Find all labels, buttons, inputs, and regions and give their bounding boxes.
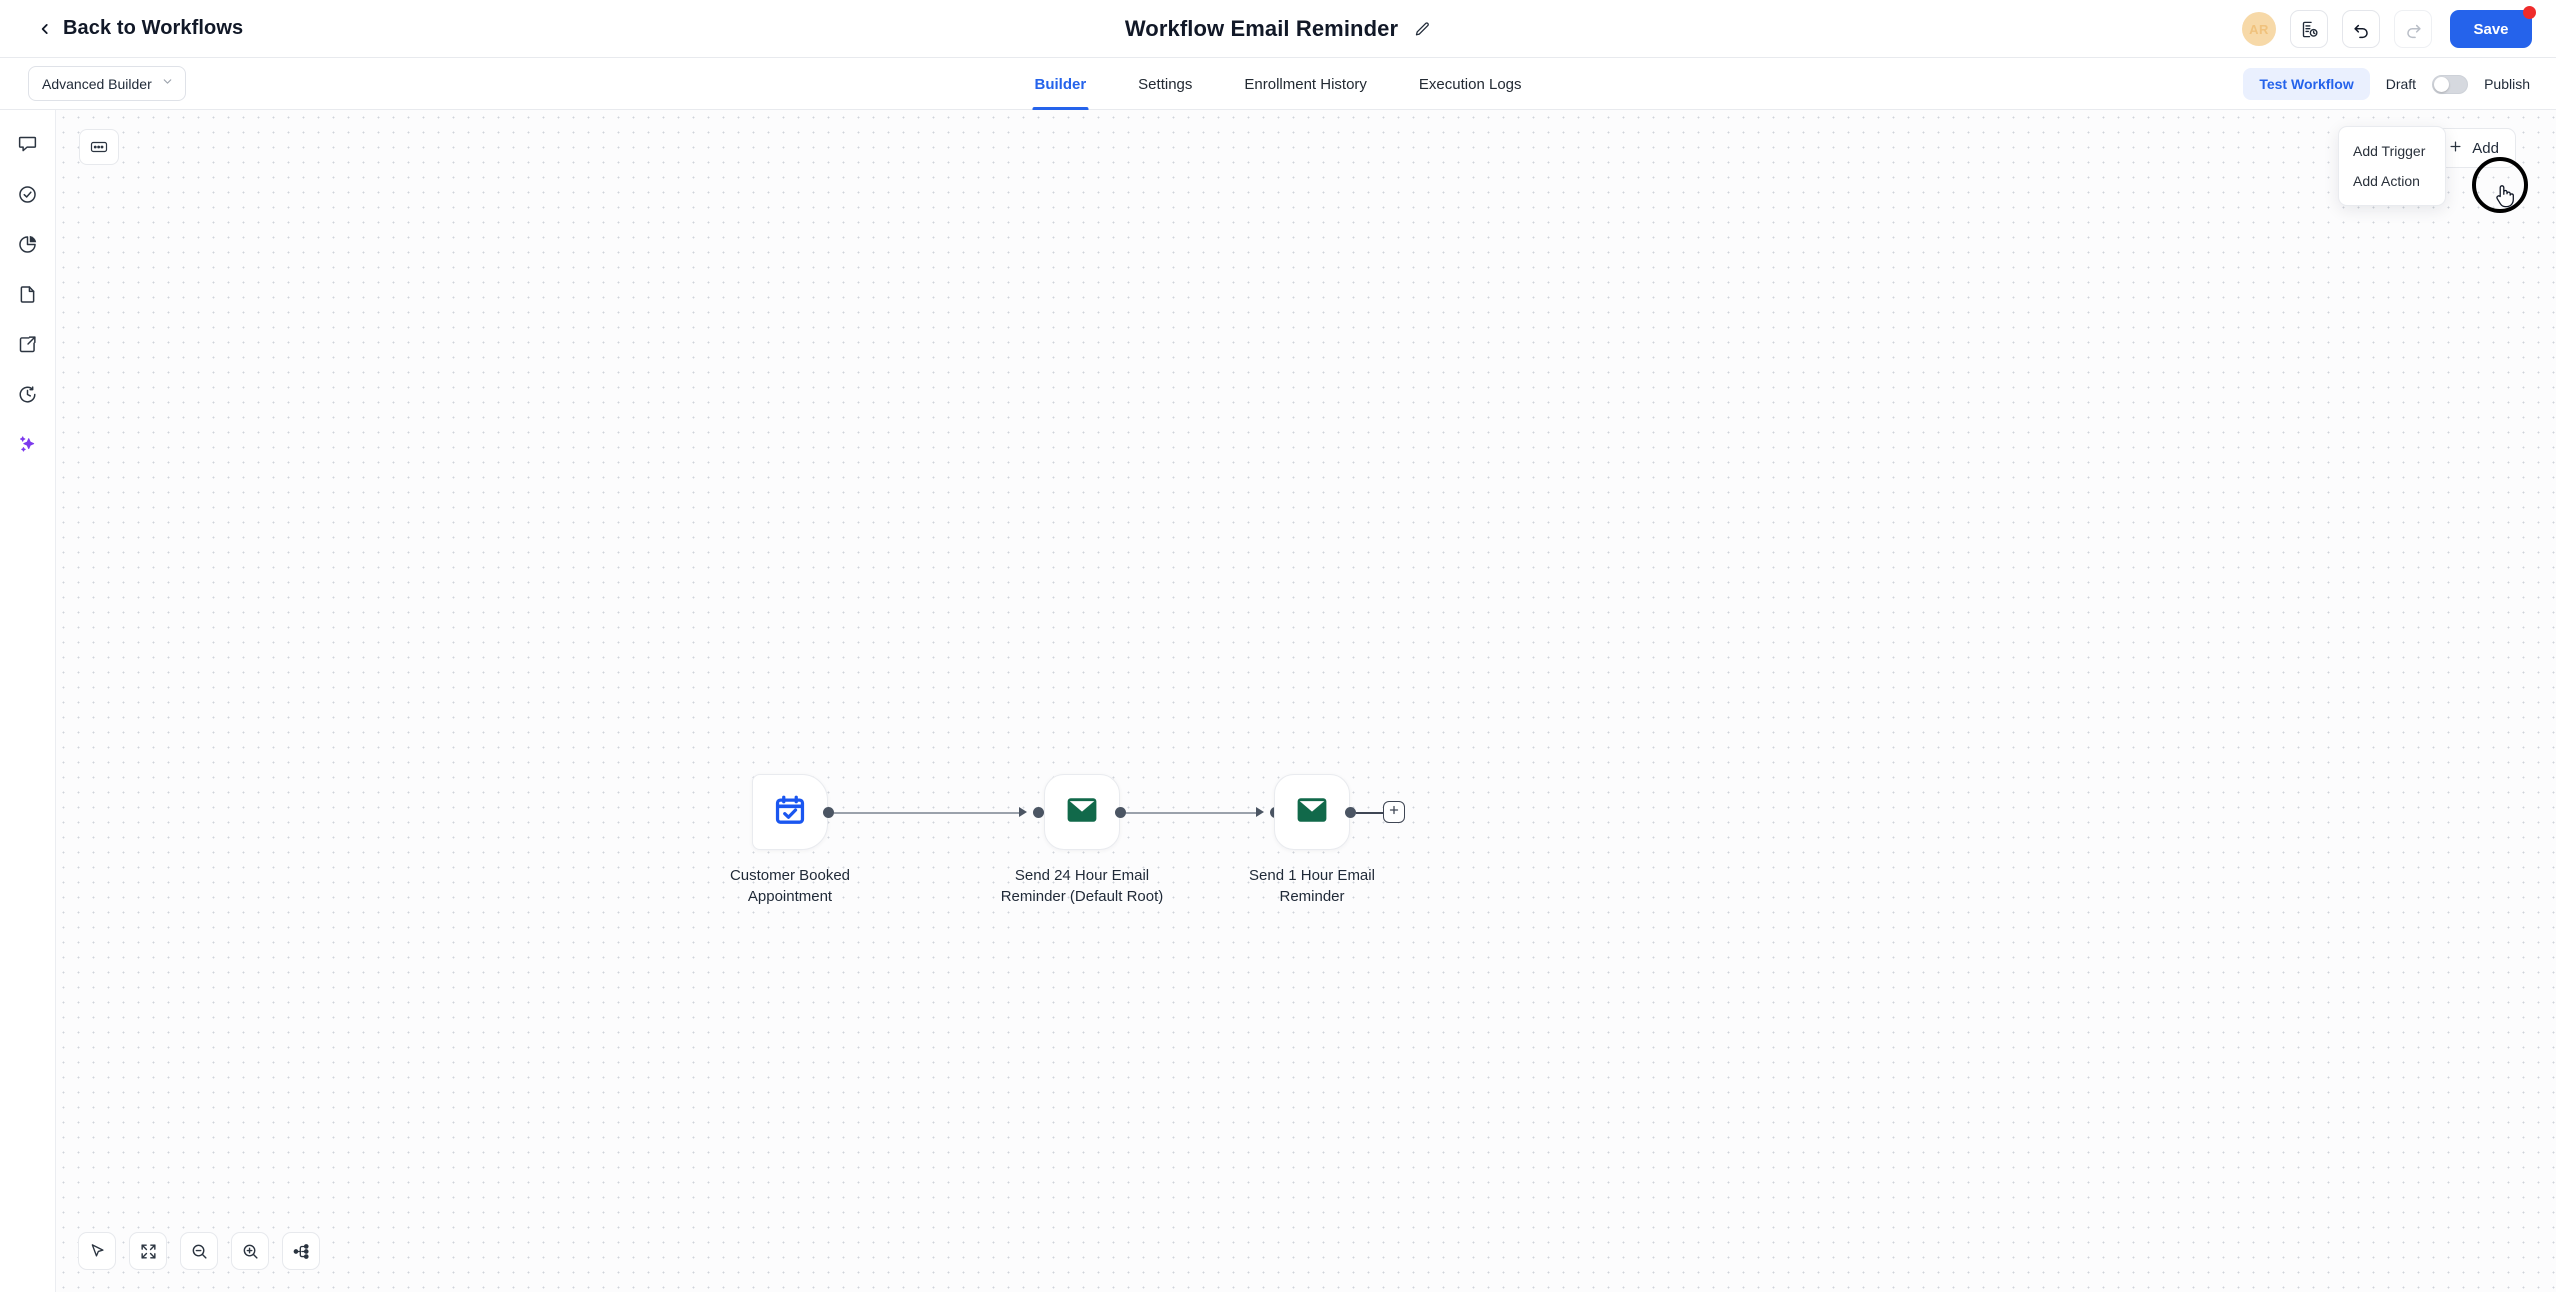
port-trigger-out[interactable] — [823, 807, 834, 818]
back-to-workflows-label: Back to Workflows — [63, 17, 244, 39]
fit-screen-icon[interactable] — [129, 1232, 167, 1270]
document-clock-icon[interactable] — [2290, 10, 2328, 48]
edge-action2-to-add — [1356, 811, 1383, 814]
edge-arrow-1 — [1019, 807, 1027, 817]
pencil-icon[interactable] — [1414, 21, 1431, 38]
add-dropdown-menu: Add Trigger Add Action — [2338, 126, 2446, 206]
node-label-send-1-hour-email-reminder: Send 1 Hour Email Reminder — [1249, 867, 1375, 905]
workflow-canvas[interactable]: Add Add Trigger Add Action — [56, 110, 2556, 1292]
calendar-check-icon — [773, 793, 807, 832]
port-action2-out[interactable] — [1345, 807, 1356, 818]
save-button-label: Save — [2473, 20, 2509, 38]
edge-trigger-to-action1 — [834, 811, 1022, 814]
node-label-customer-booked-appointment: Customer Booked Appointment — [729, 867, 851, 905]
tab-builder[interactable]: Builder — [1032, 58, 1088, 110]
pointer-icon[interactable] — [78, 1232, 116, 1270]
tab-settings[interactable]: Settings — [1138, 75, 1193, 93]
port-action1-out[interactable] — [1115, 807, 1126, 818]
zoom-in-icon[interactable] — [231, 1232, 269, 1270]
node-send-24-hour-email-reminder[interactable] — [1044, 774, 1120, 850]
undo-icon[interactable] — [2342, 10, 2380, 48]
page-title: Workflow Email Reminder — [1124, 16, 1399, 41]
add-node-button[interactable] — [1383, 801, 1405, 823]
file-icon[interactable] — [10, 276, 46, 312]
envelope-icon — [1295, 795, 1329, 830]
node-label-send-24-hour-email-reminder: Send 24 Hour Email Reminder (Default Roo… — [1000, 867, 1164, 905]
chat-bubble-icon[interactable] — [10, 126, 46, 162]
sub-bar: Advanced Builder Builder Settings Enroll… — [0, 58, 2556, 110]
unsaved-changes-badge — [2523, 6, 2536, 19]
chevron-left-icon — [38, 22, 52, 36]
clock-history-icon[interactable] — [10, 376, 46, 412]
publish-toggle-knob — [2434, 76, 2450, 92]
test-workflow-button[interactable]: Test Workflow — [2243, 68, 2370, 100]
avatar[interactable]: AR — [2242, 12, 2276, 46]
builder-mode-label: Advanced Builder — [42, 75, 152, 92]
node-customer-booked-appointment[interactable] — [752, 774, 828, 850]
save-button[interactable]: Save — [2450, 6, 2536, 48]
plus-icon — [2448, 139, 2463, 158]
menu-item-add-trigger[interactable]: Add Trigger — [2353, 143, 2426, 159]
top-bar: Back to Workflows Workflow Email Reminde… — [0, 0, 2556, 58]
publish-toggle[interactable] — [2432, 74, 2469, 94]
check-circle-icon[interactable] — [10, 176, 46, 212]
plus-icon — [1388, 803, 1400, 821]
tab-enrollment-history[interactable]: Enrollment History — [1244, 75, 1367, 93]
sparkles-icon[interactable] — [10, 426, 46, 462]
back-to-workflows-link[interactable]: Back to Workflows — [38, 17, 243, 40]
external-link-icon[interactable] — [10, 326, 46, 362]
flow-graph: Customer Booked Appointment Send 24 Hour… — [56, 110, 2556, 1292]
edge-arrow-2 — [1256, 807, 1264, 817]
pie-chart-icon[interactable] — [10, 226, 46, 262]
port-action1-in[interactable] — [1033, 807, 1044, 818]
menu-item-add-action[interactable]: Add Action — [2353, 173, 2420, 189]
add-button-label: Add — [2472, 139, 2499, 157]
left-sidebar — [0, 110, 56, 1292]
builder-mode-select[interactable]: Advanced Builder — [28, 66, 186, 101]
top-bar-actions: AR — [2242, 0, 2536, 58]
sub-bar-actions: Test Workflow Draft Publish — [2243, 58, 2530, 110]
layout-tree-icon[interactable] — [282, 1232, 320, 1270]
publish-label: Publish — [2484, 76, 2530, 92]
workflow-title-group: Workflow Email Reminder — [0, 0, 2556, 58]
draft-label: Draft — [2385, 76, 2417, 92]
minimap-icon[interactable] — [79, 129, 119, 165]
tab-bar: Builder Settings Enrollment History Exec… — [1032, 58, 1523, 110]
tab-execution-logs[interactable]: Execution Logs — [1418, 75, 1522, 93]
envelope-icon — [1065, 795, 1099, 830]
chevron-down-icon — [161, 75, 174, 93]
edge-action1-to-action2 — [1126, 811, 1259, 814]
redo-icon[interactable] — [2394, 10, 2432, 48]
zoom-out-icon[interactable] — [180, 1232, 218, 1270]
canvas-toolbar — [78, 1232, 320, 1270]
node-send-1-hour-email-reminder[interactable] — [1274, 774, 1350, 850]
